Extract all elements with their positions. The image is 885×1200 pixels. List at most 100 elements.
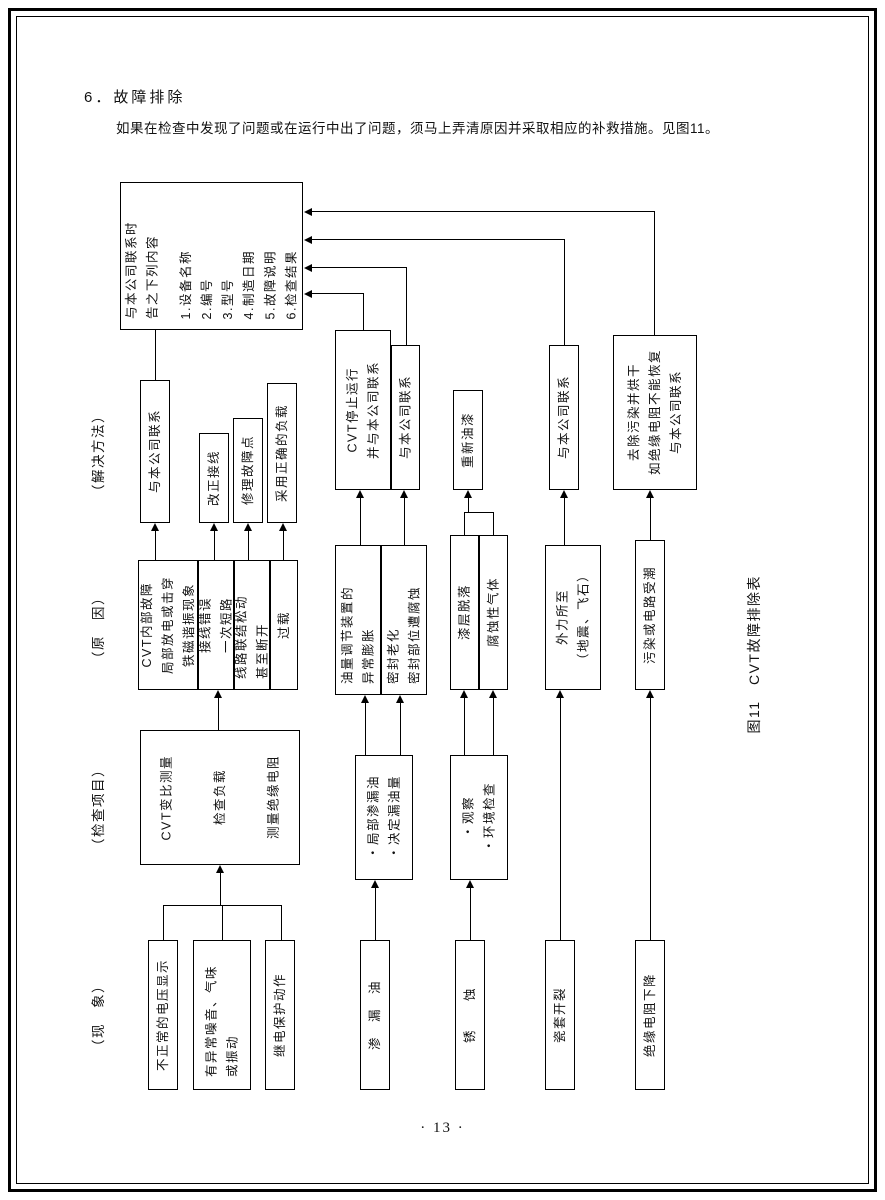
connector-line xyxy=(564,496,565,545)
figure-caption: 图11 CVT故障排除表 xyxy=(738,570,770,738)
connector-line xyxy=(400,701,401,755)
solution-text: 去除污染并烘干 xyxy=(626,363,641,462)
page-border-outer xyxy=(8,8,877,1192)
solution-text: 与本公司联系 xyxy=(398,375,413,460)
inspection-text: ・环境检查 xyxy=(482,782,497,853)
solution-text: 与本公司联系 xyxy=(556,375,571,460)
connector-line xyxy=(470,886,471,940)
contact-item: 4.制造日期 xyxy=(242,249,257,319)
label-phenomenon-column: （现 象） xyxy=(84,970,114,1060)
cause-loose-connection: 线路联结松动 甚至断开 xyxy=(234,560,270,690)
cause-text: 接线错误 xyxy=(198,596,213,653)
phenomenon-bushing-crack: 瓷套开裂 xyxy=(545,940,575,1090)
label-phenomenon-text: （现 象） xyxy=(91,977,107,1053)
connector-line xyxy=(311,211,654,212)
connector-line xyxy=(560,696,561,940)
cause-text: 污染或电路受潮 xyxy=(642,565,657,664)
arrowhead-up xyxy=(210,523,218,531)
solution-contact-company-3: 与本公司联系 xyxy=(549,345,579,490)
cause-text: （地震、飞石） xyxy=(576,568,591,667)
solution-repair-fault-point: 修理故障点 xyxy=(233,418,263,523)
solution-contact-company-1: 与本公司联系 xyxy=(140,380,170,523)
solution-text: 采用正确的负载 xyxy=(274,403,289,502)
page-border-inner xyxy=(16,16,869,1184)
solution-text: 重新油漆 xyxy=(460,411,475,468)
cause-text: 密封老化 xyxy=(386,627,401,684)
phenomenon-text: 继电保护动作 xyxy=(272,972,287,1057)
label-inspection-text: （检查项目） xyxy=(91,762,107,852)
cause-oil-regulator-expansion: 油量调节装置的 异常膨胀 xyxy=(335,545,381,695)
inspection-cvt-measurement: CVT变比测量 检查负载 测量绝缘电阻 xyxy=(140,730,300,865)
cause-text: 甚至断开 xyxy=(255,622,270,679)
label-cause-column: （原 因） xyxy=(84,582,114,672)
cause-wiring-error: 接线错误 一次短路 xyxy=(198,560,234,690)
solution-fix-wiring: 改正接线 xyxy=(199,433,229,523)
contact-item: 1.设备名称 xyxy=(178,249,193,319)
arrowhead-up xyxy=(556,690,564,698)
connector-line xyxy=(493,512,494,535)
contact-item: 2.编号 xyxy=(199,277,214,319)
connector-line xyxy=(218,696,219,730)
arrowhead-up xyxy=(646,690,654,698)
connector-line xyxy=(564,239,565,345)
connector-line xyxy=(404,496,405,545)
cause-paint-peeling: 漆层脱落 xyxy=(450,535,479,690)
phenomenon-relay-protection: 继电保护动作 xyxy=(265,940,295,1090)
cause-corrosive-gas: 腐蚀性气体 xyxy=(479,535,508,690)
connector-line xyxy=(222,905,223,940)
intro-paragraph: 如果在检查中发现了问题或在运行中出了问题，须马上弄清原因并采取相应的补救措施。见… xyxy=(116,121,720,136)
solution-text: 如绝缘电阻不能恢复 xyxy=(647,349,662,476)
connector-line xyxy=(468,496,469,513)
connector-line xyxy=(365,701,366,755)
connector-line xyxy=(654,211,655,335)
solution-stop-cvt: CVT停止运行 并与本公司联系 xyxy=(335,330,391,490)
arrowhead-up xyxy=(214,690,222,698)
arrowhead-up xyxy=(646,490,654,498)
solution-contact-company-2: 与本公司联系 xyxy=(391,345,420,490)
connector-line xyxy=(406,267,407,345)
connector-line xyxy=(360,496,361,545)
phenomenon-insulation-drop: 绝缘电阻下降 xyxy=(635,940,665,1090)
contact-intro-line: 与本公司联系时 xyxy=(124,220,139,319)
connector-line xyxy=(155,330,156,380)
phenomenon-noise-smell-vibration: 有异常噪音、气味 或振动 xyxy=(193,940,251,1090)
connector-line xyxy=(311,293,363,294)
connector-line xyxy=(281,905,282,940)
label-inspection-column: （检查项目） xyxy=(84,752,114,862)
connector-line xyxy=(650,496,651,540)
connector-line xyxy=(248,529,249,560)
arrowhead-up xyxy=(460,690,468,698)
phenomenon-text: 锈 蚀 xyxy=(462,986,477,1043)
page-number: · 13 · xyxy=(420,1120,465,1136)
phenomenon-text: 瓷套开裂 xyxy=(552,986,567,1043)
arrowhead-up xyxy=(279,523,287,531)
inspection-observe-environment: ・观察 ・环境检查 xyxy=(450,755,508,880)
solution-use-correct-load: 采用正确的负载 xyxy=(267,383,297,523)
arrowhead-up xyxy=(151,523,159,531)
connector-line xyxy=(163,905,282,906)
contact-item: 5.故障说明 xyxy=(263,249,278,319)
arrowhead-up xyxy=(371,880,379,888)
solution-clean-and-dry: 去除污染并烘干 如绝缘电阻不能恢复 与本公司联系 xyxy=(613,335,697,490)
connector-line xyxy=(464,696,465,755)
connector-line xyxy=(220,871,221,906)
phenomenon-rust: 锈 蚀 xyxy=(455,940,485,1090)
connector-line xyxy=(464,512,494,513)
cause-text: CVT内部故障 xyxy=(139,582,154,668)
arrowhead-left xyxy=(304,290,312,298)
arrowhead-up xyxy=(244,523,252,531)
inspection-text: ・观察 xyxy=(461,796,476,839)
cause-text: 异常膨胀 xyxy=(361,627,376,684)
arrowhead-up xyxy=(356,490,364,498)
arrowhead-up xyxy=(216,865,224,873)
arrowhead-up xyxy=(361,695,369,703)
label-solution-text: （解决方法） xyxy=(91,408,107,498)
connector-line xyxy=(493,696,494,755)
solution-text: 与本公司联系 xyxy=(147,409,162,494)
phenomenon-text: 有异常噪音、气味 xyxy=(204,964,219,1077)
arrowhead-up xyxy=(560,490,568,498)
cause-text: 腐蚀性气体 xyxy=(486,577,501,648)
arrowhead-up xyxy=(400,490,408,498)
cause-text: 铁磁谐振现象 xyxy=(182,582,197,667)
section-heading: 6．故障排除 xyxy=(84,89,186,106)
